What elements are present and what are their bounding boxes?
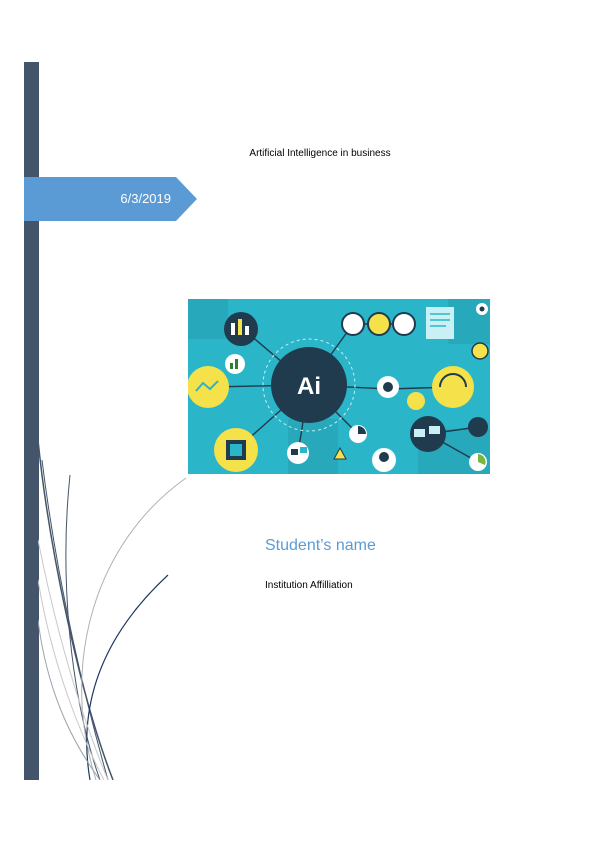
coin-icon (407, 392, 425, 410)
chat-icon (410, 416, 446, 452)
speedometer-icon (432, 366, 474, 408)
gauge-icon (367, 312, 391, 336)
document-title: Artificial Intelligence in business (249, 148, 391, 159)
institution-affiliation: Institution Affilliation (265, 580, 353, 591)
svg-text:Ai: Ai (297, 373, 321, 400)
gauge-icon (341, 312, 365, 336)
close-icon (471, 342, 489, 360)
ai-hub-icon (271, 347, 347, 423)
ai-illustration: Ai (188, 299, 490, 474)
date-tab: 6/3/2019 (24, 177, 197, 221)
warning-icon (333, 446, 347, 460)
ai-network-graphic: Ai (188, 299, 490, 474)
student-name: Student’s name (265, 537, 376, 554)
document-icon (426, 307, 454, 339)
sidebar-bar (24, 62, 39, 780)
gauge-icon (392, 312, 416, 336)
date-text: 6/3/2019 (120, 191, 171, 206)
decorative-curves (38, 440, 187, 780)
keyboard-icon (468, 417, 488, 437)
